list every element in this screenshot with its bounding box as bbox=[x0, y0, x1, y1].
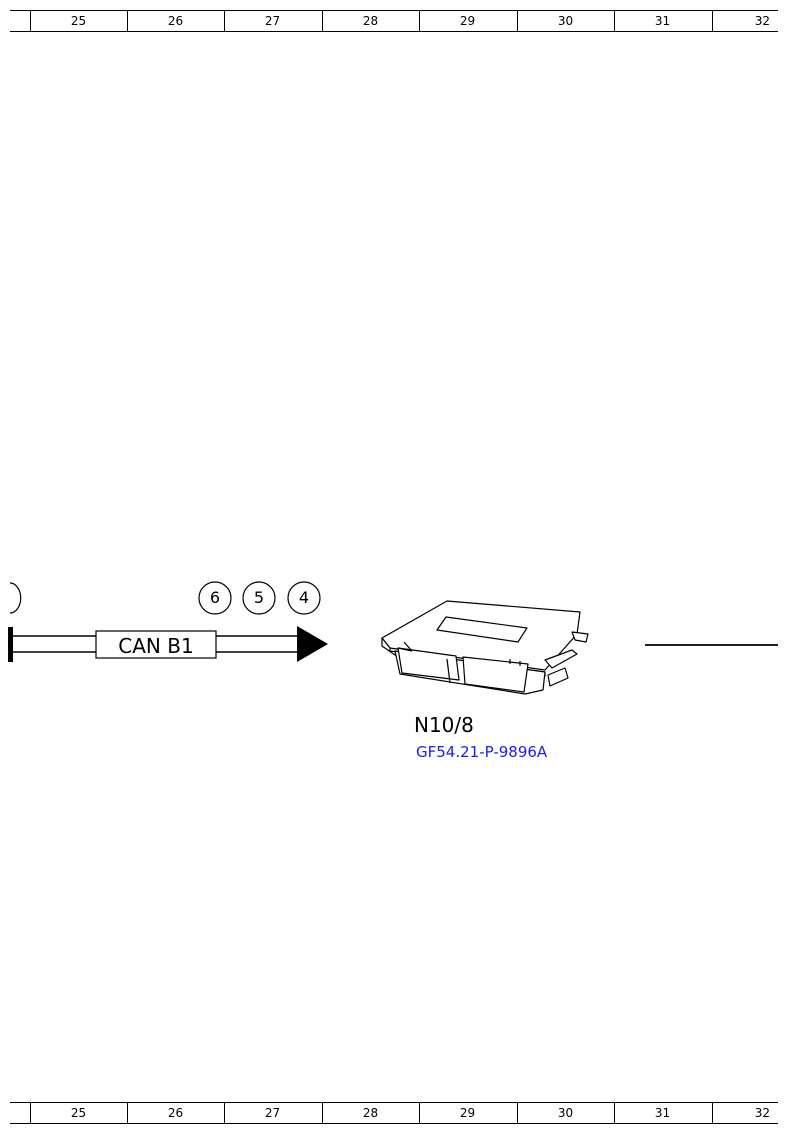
ruler-column-27: 27 bbox=[264, 1106, 281, 1120]
bottom-column-ruler: 25 26 27 28 29 30 31 32 bbox=[0, 1102, 787, 1124]
ruler-tick bbox=[30, 10, 31, 32]
ruler-column-31: 31 bbox=[654, 14, 671, 28]
ruler-tick bbox=[712, 10, 713, 32]
pin-circle-5 bbox=[242, 581, 276, 615]
ruler-tick bbox=[322, 1102, 323, 1124]
ruler-tick bbox=[224, 10, 225, 32]
ruler-tick bbox=[322, 10, 323, 32]
ruler-bottom-border bbox=[10, 31, 778, 32]
ruler-column-25: 25 bbox=[70, 1106, 87, 1120]
ruler-column-29: 29 bbox=[459, 1106, 476, 1120]
ruler-column-28: 28 bbox=[362, 14, 379, 28]
ruler-tick bbox=[712, 1102, 713, 1124]
ruler-column-26: 26 bbox=[167, 14, 184, 28]
ruler-column-32: 32 bbox=[754, 14, 770, 28]
component-reference-link[interactable]: GF54.21-P-9896A bbox=[416, 743, 548, 761]
can-bus-label: CAN B1 bbox=[118, 634, 194, 658]
ruler-tick bbox=[517, 10, 518, 32]
component-id: N10/8 bbox=[414, 713, 474, 737]
ruler-tick bbox=[127, 1102, 128, 1124]
ruler-column-30: 30 bbox=[557, 1106, 574, 1120]
ruler-tick bbox=[419, 1102, 420, 1124]
ruler-top-border bbox=[10, 10, 778, 11]
top-column-ruler: 25 26 27 28 29 30 31 32 bbox=[0, 10, 787, 32]
ruler-column-29: 29 bbox=[459, 14, 476, 28]
pin-circle-4 bbox=[287, 581, 321, 615]
ruler-column-32: 32 bbox=[754, 1106, 770, 1120]
ruler-tick bbox=[614, 10, 615, 32]
ruler-tick bbox=[127, 10, 128, 32]
ruler-tick bbox=[517, 1102, 518, 1124]
ruler-column-30: 30 bbox=[557, 14, 574, 28]
pin-label-4: 4 bbox=[298, 588, 310, 607]
ruler-column-27: 27 bbox=[264, 14, 281, 28]
ruler-column-28: 28 bbox=[362, 1106, 379, 1120]
ruler-tick bbox=[224, 1102, 225, 1124]
ruler-tick bbox=[614, 1102, 615, 1124]
ruler-top-border bbox=[10, 1102, 778, 1103]
pin-label-6: 6 bbox=[209, 588, 221, 607]
ruler-tick bbox=[419, 10, 420, 32]
pin-label-5: 5 bbox=[253, 588, 265, 607]
pin-circle-6 bbox=[198, 581, 232, 615]
ruler-column-25: 25 bbox=[70, 14, 87, 28]
bus-arrow-head bbox=[297, 626, 328, 662]
ruler-bottom-border bbox=[10, 1123, 778, 1124]
can-label-box bbox=[95, 630, 217, 659]
ruler-column-31: 31 bbox=[654, 1106, 671, 1120]
bus-end-cap bbox=[8, 627, 13, 662]
control-unit-illustration bbox=[381, 600, 589, 695]
ruler-column-26: 26 bbox=[167, 1106, 184, 1120]
partial-pin-circle bbox=[9, 582, 22, 614]
ruler-tick bbox=[30, 1102, 31, 1124]
